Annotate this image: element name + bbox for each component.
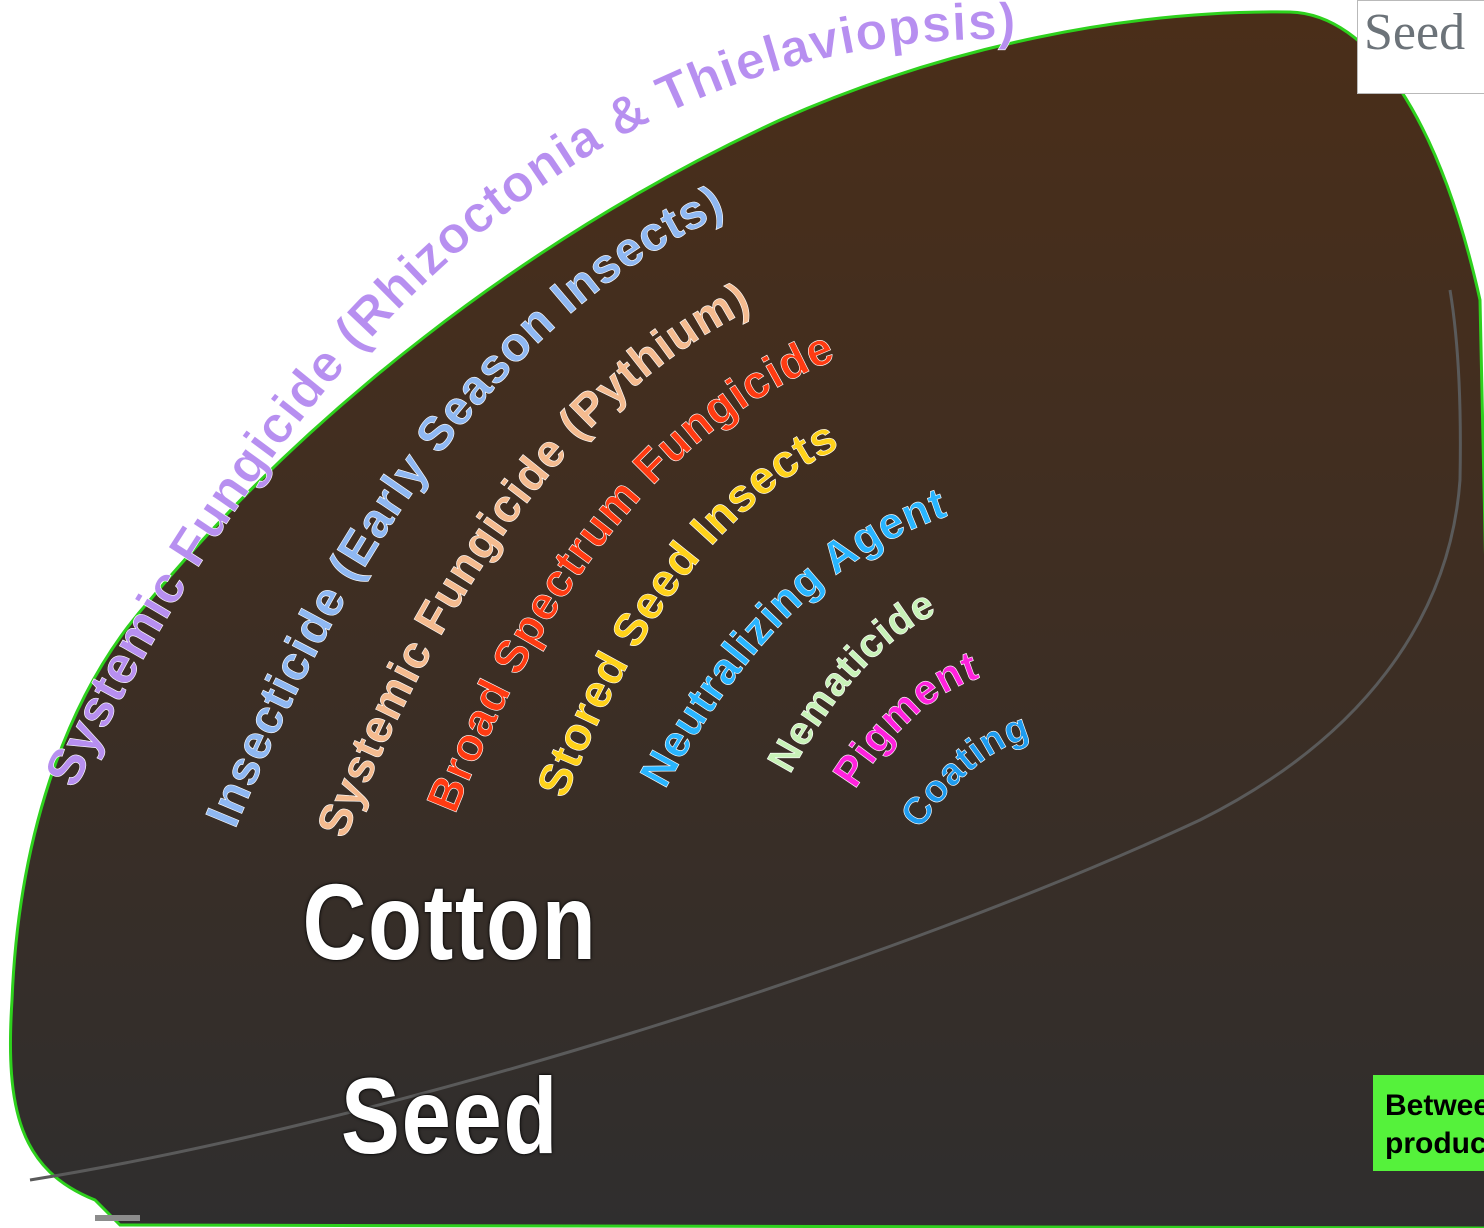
application-rate-note: Between 30 – 3 product per 100 [1373, 1075, 1484, 1171]
seed-title-line1: Cotton [229, 868, 672, 976]
seed-logo: Seed [1357, 0, 1484, 94]
seed-title-line2: Seed [229, 1062, 672, 1170]
rate-note-line2: product per 100 [1385, 1127, 1484, 1161]
rate-note-line1: Between 30 – 3 [1385, 1089, 1484, 1123]
logo-text: Seed [1364, 7, 1465, 59]
